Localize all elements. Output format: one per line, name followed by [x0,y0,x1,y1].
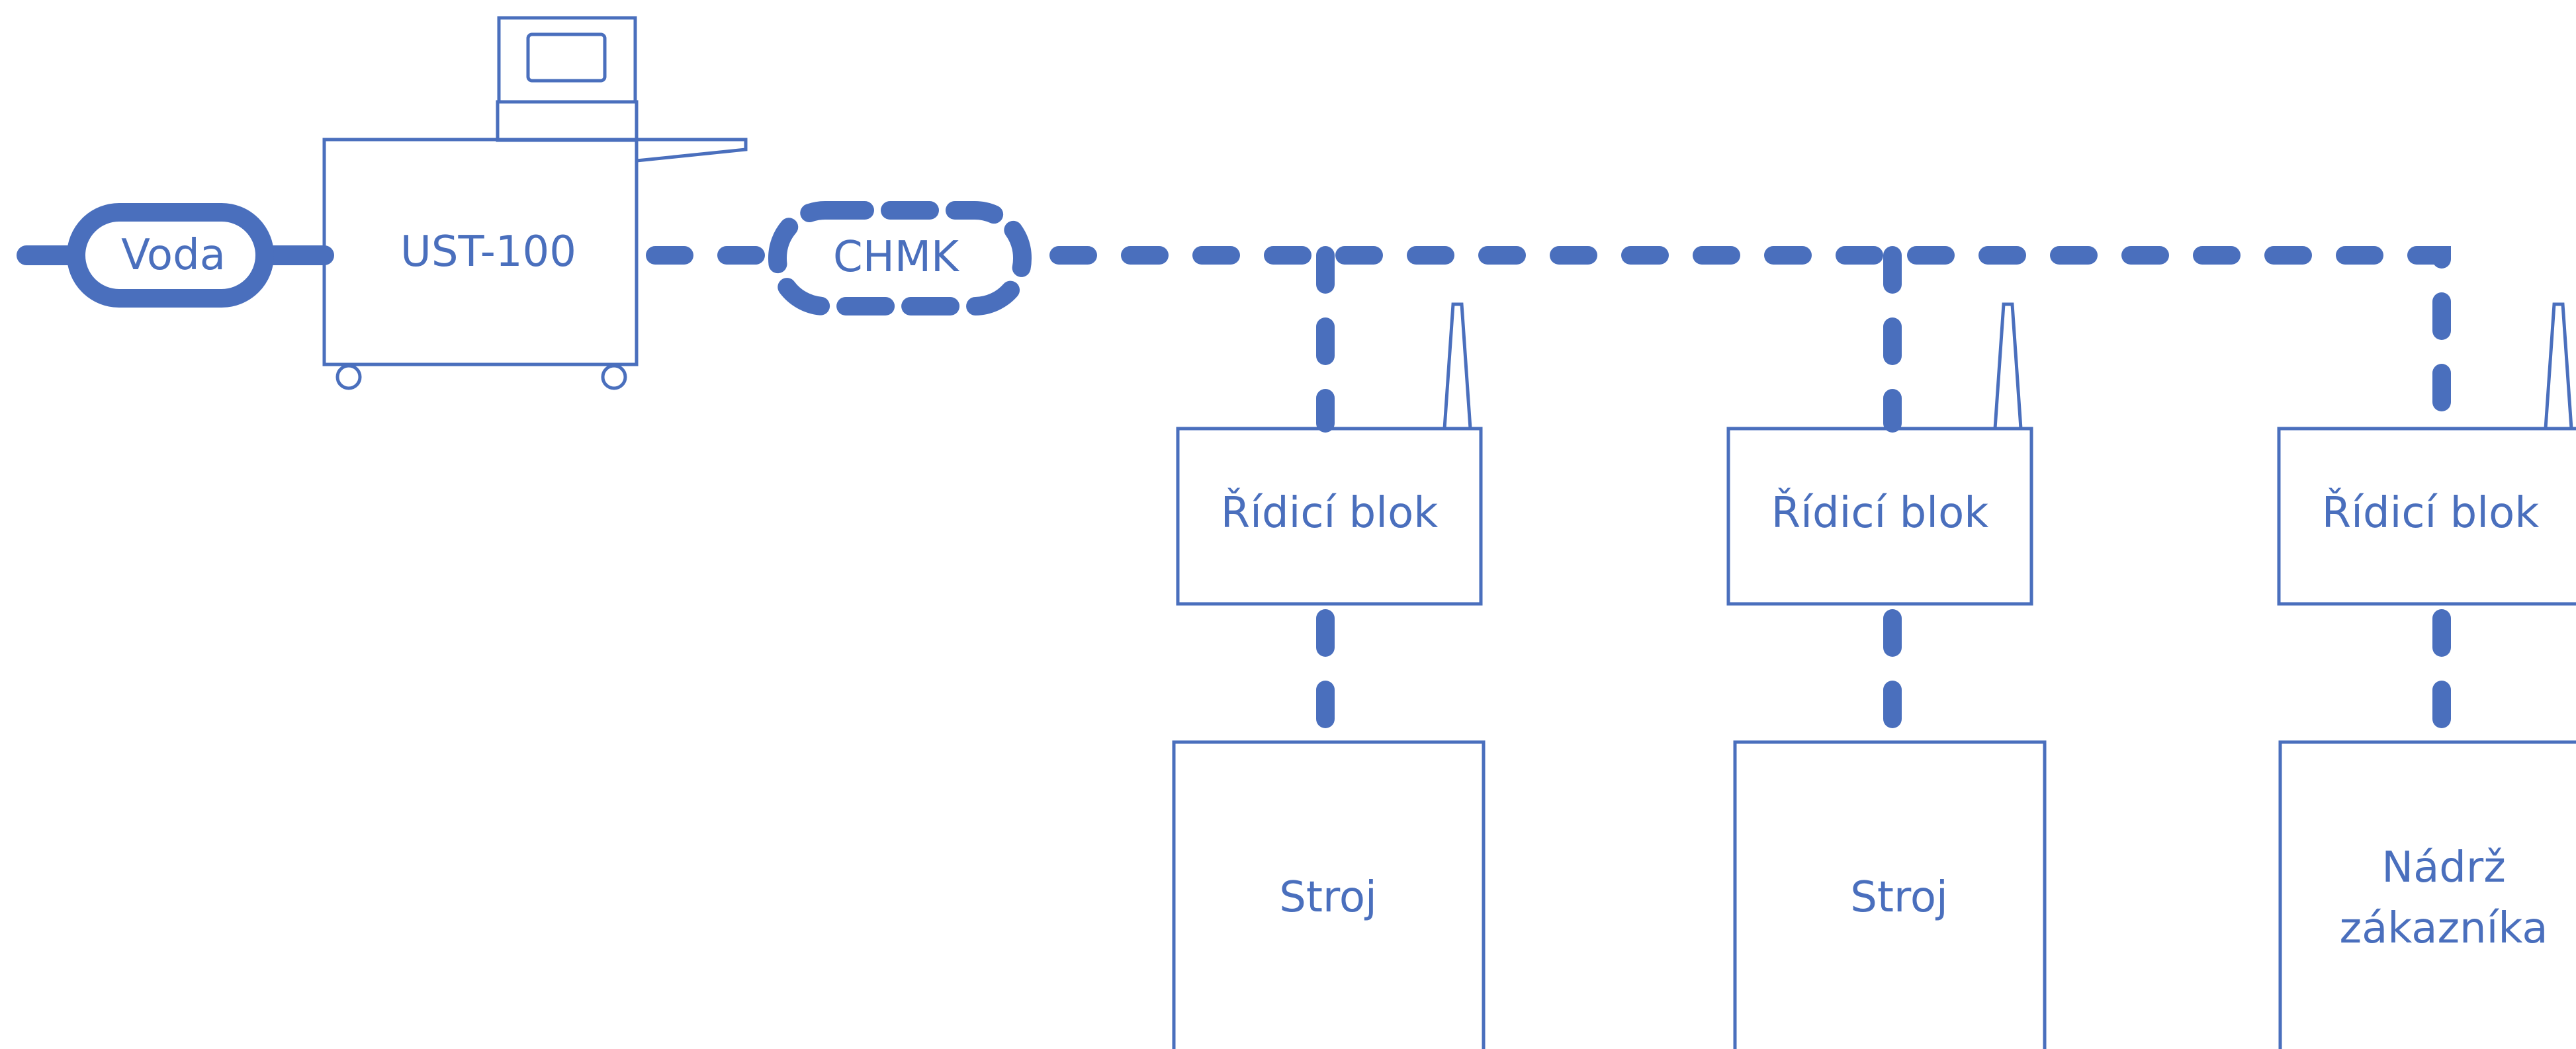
tank-label-line1: Nádrž [2381,843,2506,892]
chmk-label: CHMK [833,233,960,282]
unit-3: Řídicí blok Nádrž zákazníka [2277,302,2576,1049]
machine-box-1 [1172,740,1486,1049]
machine-2-label: Stroj [1850,873,1948,922]
device-monitor [497,16,637,104]
monitor-screen [526,32,607,83]
water-label: Voda [121,231,226,280]
ust-100-device: UST-100 [322,16,748,390]
device-body [322,138,639,366]
control-block-3 [2277,427,2576,606]
antenna-icon [1443,302,1472,431]
water-capsule [67,203,274,308]
customer-tank-box [2278,740,2576,1049]
control-block-1 [1176,427,1483,606]
antenna-icon [2544,302,2573,431]
device-tray [636,138,748,163]
distribution-line [1049,246,2451,433]
device-wheel-left [335,364,362,390]
machine-1-label: Stroj [1279,873,1377,922]
water-inlet: Voda [17,203,334,308]
control-block-1-label: Řídicí blok [1221,487,1439,538]
unit-2: Řídicí blok Stroj [1726,246,2047,1049]
control-block-3-label: Řídicí blok [2322,487,2540,538]
antenna-icon [1993,302,2023,431]
machine-box-2 [1733,740,2047,1049]
monitor-stand [496,100,639,142]
chmk-capsule [768,201,1032,315]
tank-label-line2: zákazníka [2339,904,2548,953]
unit-1: Řídicí blok Stroj [1172,246,1486,1049]
device-label: UST-100 [400,228,576,276]
chmk-dosing: CHMK [768,201,1032,315]
control-block-2 [1726,427,2033,606]
device-wheel-right [601,364,627,390]
control-block-2-label: Řídicí blok [1771,487,1989,538]
